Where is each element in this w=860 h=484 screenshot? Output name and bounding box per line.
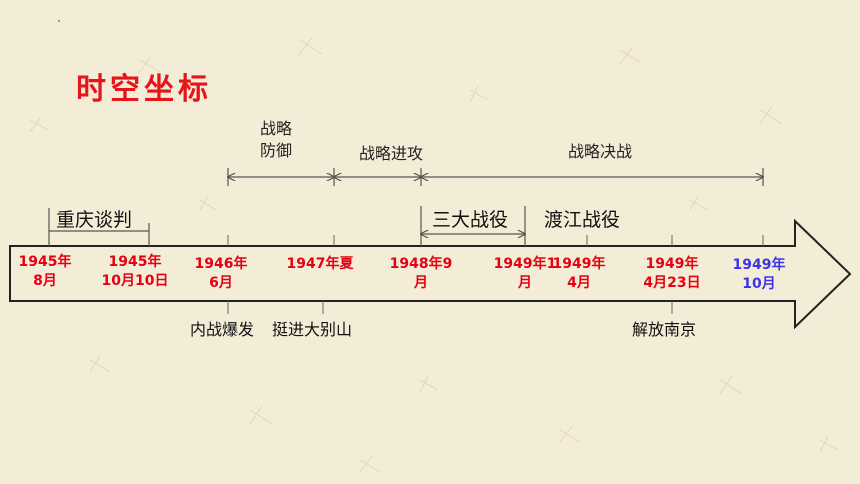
date-line2: 月 (518, 275, 532, 291)
date-line1: 1948年9 (389, 256, 453, 272)
stage-defense-line1: 战略 (259, 119, 292, 138)
date-line1: 1947年夏 (286, 256, 354, 272)
date-line2: 10月10日 (101, 273, 169, 289)
date-1949-10: 1949年 10月 (724, 256, 794, 294)
date-1949-1: 1949年1 月 (490, 255, 560, 293)
date-line2: 8月 (33, 273, 57, 289)
stage-decisive-label: 战略决战 (567, 142, 632, 161)
timeline-arrow (9, 218, 852, 330)
stage-offense-label: 战略进攻 (358, 144, 423, 163)
date-1948-9: 1948年9 月 (386, 255, 456, 293)
page-title: 时空坐标 (76, 72, 212, 107)
event-nanjing: 解放南京 (632, 320, 697, 339)
event-civil-war: 内战爆发 (190, 320, 255, 339)
stage-defense-label: 战略 防御 (246, 118, 306, 162)
date-line2: 4月 (567, 275, 591, 291)
date-line2: 6月 (209, 275, 233, 291)
event-dujiang: 渡江战役 (544, 209, 621, 231)
event-chongqing: 重庆谈判 (56, 209, 133, 231)
date-line1: 1949年1 (493, 256, 557, 272)
date-line2: 10月 (742, 276, 776, 292)
date-line1: 1946年 (194, 256, 248, 272)
date-line1: 1945年 (18, 254, 72, 270)
date-line1: 1949年 (732, 257, 786, 273)
date-line1: 1949年 (552, 256, 606, 272)
date-1945-10-10: 1945年 10月10日 (100, 253, 170, 291)
date-line2: 月 (414, 275, 428, 291)
date-line1: 1945年 (108, 254, 162, 270)
stage-defense-line2: 防御 (259, 141, 292, 160)
date-line2: 4月23日 (643, 275, 701, 291)
date-line1: 1949年 (645, 256, 699, 272)
date-1945-8: 1945年 8月 (10, 253, 80, 291)
event-dabieshan: 挺进大别山 (272, 320, 353, 339)
date-1946-6: 1946年 6月 (186, 255, 256, 293)
date-1949-4-23: 1949年 4月23日 (637, 255, 707, 293)
corner-dot (58, 20, 60, 22)
date-1947-summer: 1947年夏 (282, 255, 358, 274)
event-three-battles: 三大战役 (432, 209, 509, 231)
date-1949-4: 1949年 4月 (544, 255, 614, 293)
